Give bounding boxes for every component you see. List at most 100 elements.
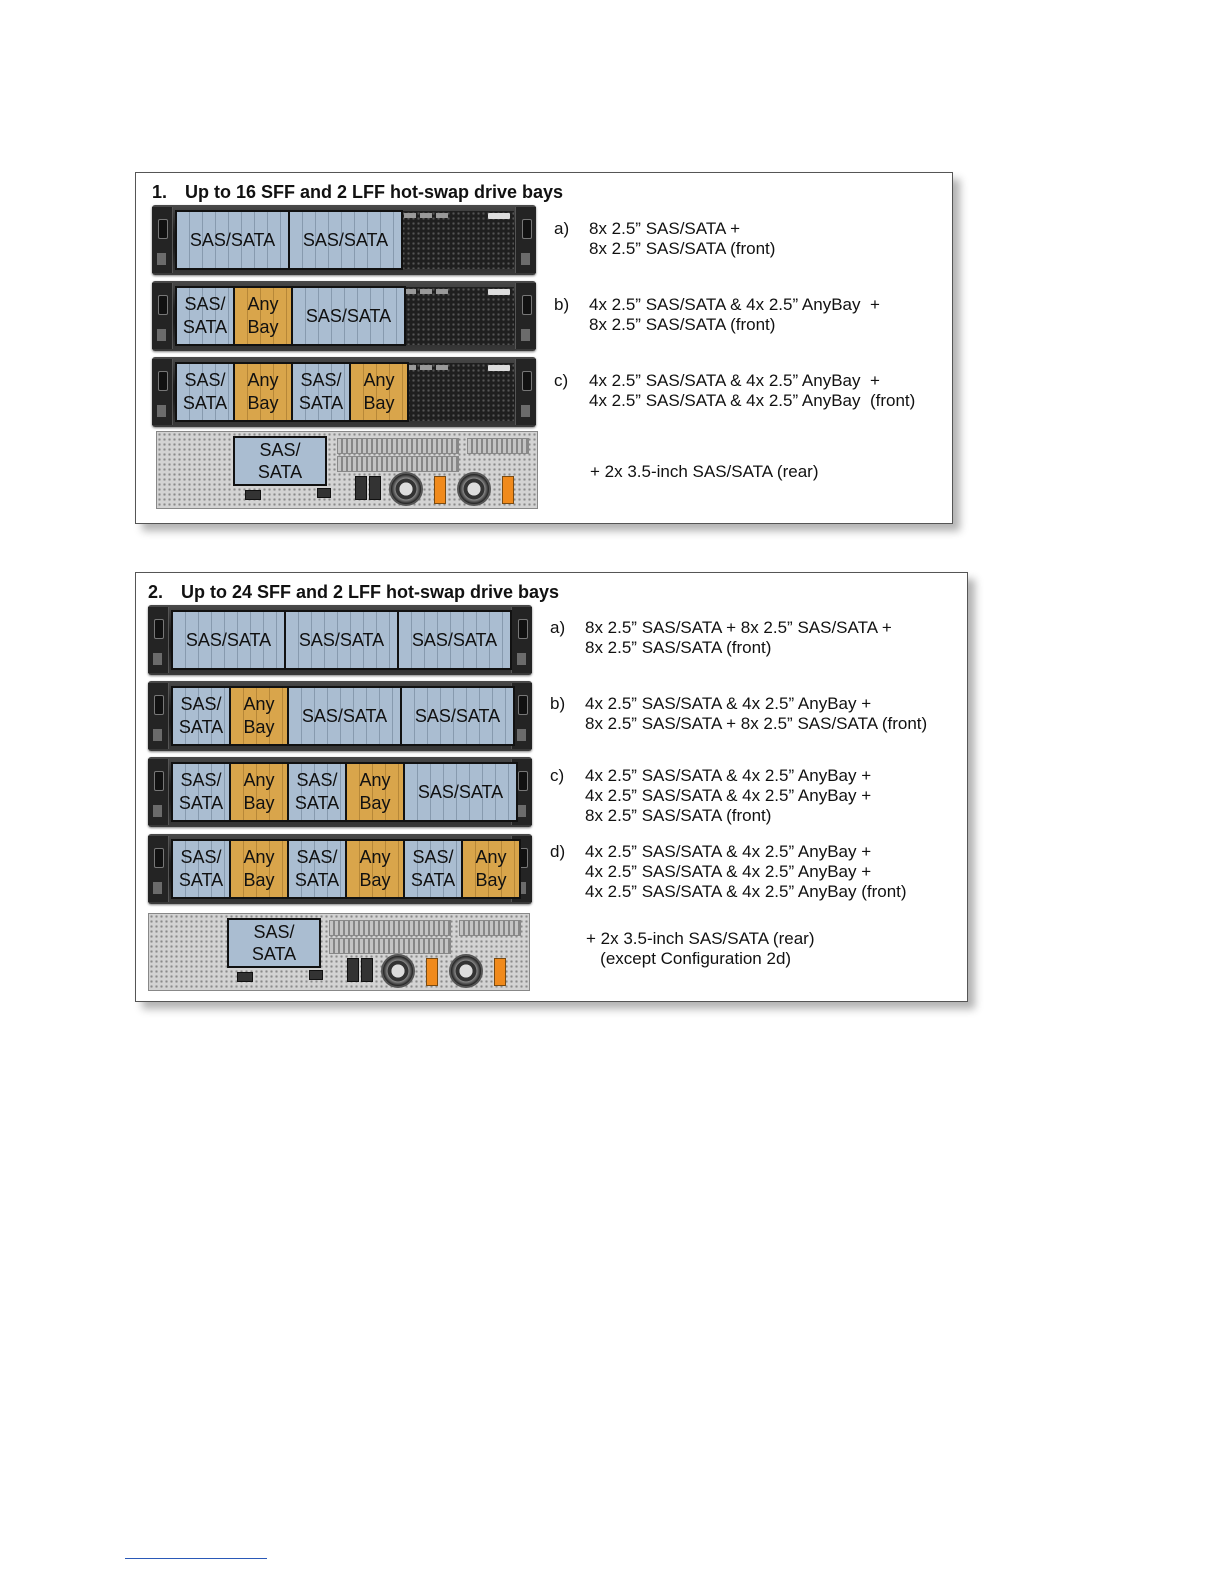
cage-label: SAS/ SATA xyxy=(257,440,303,482)
panel-title: 2.Up to 24 SFF and 2 LFF hot-swap drive … xyxy=(148,582,559,603)
usb-port-icon xyxy=(420,365,432,370)
option-line: 8x 2.5” SAS/SATA (front) xyxy=(585,638,772,657)
cage-label: SAS/SATA xyxy=(301,705,388,726)
option-lines: 4x 2.5” SAS/SATA & 4x 2.5” AnyBay +8x 2.… xyxy=(585,694,927,734)
cage-label: Any Bay xyxy=(243,694,275,737)
sas-sata-drive-cage: SAS/SATA xyxy=(173,612,284,668)
cage-label: SAS/ SATA xyxy=(178,847,224,890)
pull-tab-icon xyxy=(517,729,526,741)
power-supply-handle xyxy=(434,476,446,504)
rack-ear-right xyxy=(515,283,536,349)
pull-tab-icon xyxy=(517,805,526,817)
usb-port-icon xyxy=(404,365,416,370)
power-supply-handle xyxy=(426,958,438,986)
anybay-drive-cage: Any Bay xyxy=(229,841,287,897)
cage-label: SAS/ SATA xyxy=(294,847,340,890)
server-rear-view: SAS/ SATA xyxy=(148,913,530,991)
option-line: 4x 2.5” SAS/SATA & 4x 2.5” AnyBay + xyxy=(589,371,880,390)
option-line: 8x 2.5” SAS/SATA + 8x 2.5” SAS/SATA (fro… xyxy=(585,714,928,733)
server-rear-view: SAS/ SATA xyxy=(156,431,538,509)
pull-tab-icon xyxy=(157,405,166,417)
option-line: 8x 2.5” SAS/SATA (front) xyxy=(589,239,776,258)
cage-label: Any Bay xyxy=(247,370,279,413)
sas-sata-drive-cage: SAS/ SATA xyxy=(177,364,233,420)
panel-title-text: Up to 16 SFF and 2 LFF hot-swap drive ba… xyxy=(185,182,564,202)
server-front-view: SAS/SATA SAS/SATA xyxy=(152,205,536,275)
power-supply-fan-icon xyxy=(449,954,483,988)
cage-label: Any Bay xyxy=(243,770,275,813)
pull-tab-icon xyxy=(521,405,530,417)
front-vent-grille xyxy=(396,363,514,421)
anybay-drive-cage: Any Bay xyxy=(229,764,287,820)
sas-sata-drive-cage: SAS/ SATA xyxy=(177,288,233,344)
cage-label: Any Bay xyxy=(475,847,507,890)
cage-label: Any Bay xyxy=(243,847,275,890)
cage-label: SAS/SATA xyxy=(189,229,276,250)
rack-ear-right xyxy=(515,359,536,425)
option-letter: a) xyxy=(550,618,566,637)
cage-label: SAS/ SATA xyxy=(178,694,224,737)
option-letter: b) xyxy=(550,694,566,713)
rear-sas-sata-drive-cage: SAS/ SATA xyxy=(227,918,321,968)
power-supply-fan-icon xyxy=(389,472,423,506)
pcie-slot-cover xyxy=(459,920,521,936)
option-letter: c) xyxy=(554,371,569,390)
pull-tab-icon xyxy=(521,253,530,265)
option-line: 8x 2.5” SAS/SATA (front) xyxy=(585,806,772,825)
rear-drive-note: + 2x 3.5-inch SAS/SATA (rear) xyxy=(590,462,819,482)
sas-sata-drive-cage: SAS/SATA xyxy=(177,212,288,268)
sas-sata-drive-cage: SAS/ SATA xyxy=(287,841,345,897)
rear-note-line: (except Configuration 2d) xyxy=(586,949,792,968)
usb-port-icon xyxy=(436,289,448,294)
usb-port-icon xyxy=(522,219,532,239)
sas-sata-drive-cage: SAS/ SATA xyxy=(287,764,345,820)
panel-number: 2. xyxy=(148,582,164,602)
cage-label: SAS/SATA xyxy=(302,229,389,250)
option-lines: 4x 2.5” SAS/SATA & 4x 2.5” AnyBay +4x 2.… xyxy=(585,766,871,826)
pull-tab-icon xyxy=(153,882,162,894)
option-letter: a) xyxy=(554,219,570,238)
option-line: 4x 2.5” SAS/SATA & 4x 2.5” AnyBay + xyxy=(585,842,872,861)
vga-port-icon xyxy=(158,371,168,391)
cage-label: Any Bay xyxy=(247,294,279,337)
option-lines: 4x 2.5” SAS/SATA & 4x 2.5” AnyBay +4x 2.… xyxy=(585,842,907,902)
cage-label: SAS/SATA xyxy=(298,629,385,650)
power-supply-fan-icon xyxy=(381,954,415,988)
option-line: 4x 2.5” SAS/SATA & 4x 2.5” AnyBay + xyxy=(585,694,872,713)
rack-ear-right xyxy=(515,207,536,273)
rack-ear-left xyxy=(148,607,169,673)
usb-port-icon xyxy=(436,213,448,218)
power-supply-fan-icon xyxy=(457,472,491,506)
rear-io-port xyxy=(369,476,381,500)
rack-ear-right xyxy=(511,607,532,673)
option-lines: 4x 2.5” SAS/SATA & 4x 2.5” AnyBay +4x 2.… xyxy=(589,371,915,411)
usb-port-icon xyxy=(522,371,532,391)
vga-port-icon xyxy=(154,619,164,639)
power-supply-handle xyxy=(494,958,506,986)
lenovo-logo xyxy=(488,365,510,371)
rack-ear-left xyxy=(152,283,173,349)
usb-port-icon xyxy=(522,295,532,315)
anybay-drive-cage: Any Bay xyxy=(461,841,519,897)
usb-port-icon xyxy=(518,619,528,639)
lenovo-logo xyxy=(488,213,510,219)
pull-tab-icon xyxy=(517,882,526,894)
config-panel-1: 1.Up to 16 SFF and 2 LFF hot-swap drive … xyxy=(135,172,953,524)
option-line: 4x 2.5” SAS/SATA & 4x 2.5” AnyBay + xyxy=(585,766,872,785)
anybay-drive-cage: Any Bay xyxy=(233,288,291,344)
cage-label: SAS/SATA xyxy=(305,305,392,326)
anybay-drive-cage: Any Bay xyxy=(345,841,403,897)
rear-drive-note: + 2x 3.5-inch SAS/SATA (rear) (except Co… xyxy=(586,929,815,969)
rear-io-port xyxy=(245,490,261,500)
option-letter: c) xyxy=(550,766,565,785)
rear-note-line: + 2x 3.5-inch SAS/SATA (rear) xyxy=(586,929,815,948)
usb-port-icon xyxy=(420,289,432,294)
pcie-slot-cover xyxy=(329,938,451,954)
sas-sata-drive-cage: SAS/SATA xyxy=(287,688,400,744)
